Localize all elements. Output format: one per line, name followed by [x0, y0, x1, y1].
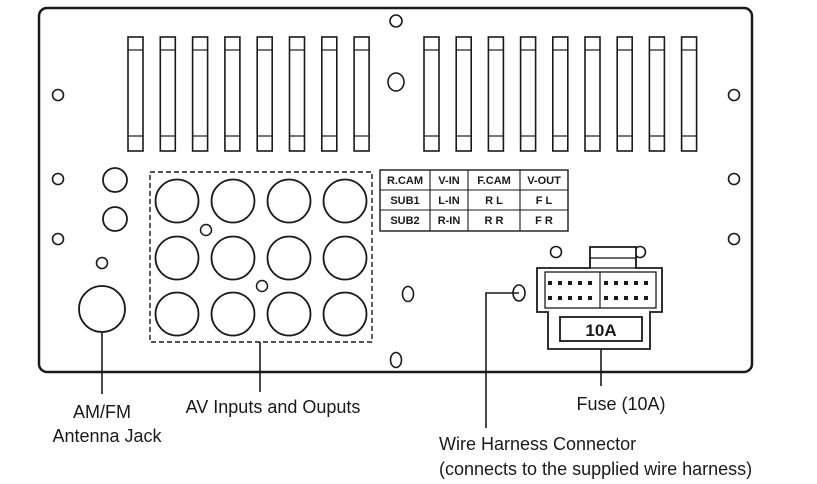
heatsink-fin — [320, 36, 338, 152]
connector-pin — [568, 281, 572, 285]
table-border — [379, 169, 569, 232]
connector-pin — [614, 281, 618, 285]
rca-jack — [322, 291, 368, 337]
rca-jack — [210, 178, 256, 224]
heatsink-fin — [224, 36, 241, 152]
heatsink-fin — [191, 36, 209, 152]
av-screw-hole — [199, 223, 213, 237]
connector-pin — [644, 281, 648, 285]
antenna-label-line2: Antenna Jack — [52, 426, 162, 446]
screw-hole — [51, 88, 65, 102]
heatsink-fin — [353, 36, 370, 152]
heatsink-fin — [288, 36, 306, 152]
av-label-table: R.CAM V-IN F.CAM V-OUT SUB1 L-IN R L F L SUB2 R-I… — [379, 169, 569, 232]
fuse-label: Fuse (10A) — [576, 394, 665, 414]
connector-pin — [568, 296, 572, 300]
fuse-body — [559, 316, 643, 342]
leader-harness — [485, 292, 519, 428]
av-table-cell: V-OUT — [527, 175, 561, 187]
connector-pin — [614, 296, 618, 300]
heatsink-fin — [487, 36, 505, 152]
av-table-cell: F R — [535, 215, 553, 227]
heatsink-fin — [159, 36, 177, 152]
connector-pin — [644, 296, 648, 300]
connector-pin — [588, 296, 592, 300]
screw-hole — [51, 232, 65, 246]
rca-jack — [154, 291, 200, 337]
connector-pins — [548, 281, 648, 300]
av-table-cell: SUB2 — [390, 215, 419, 227]
connector-pin — [558, 281, 562, 285]
connector-pin — [578, 296, 582, 300]
av-table-cell: R L — [485, 195, 503, 207]
screw-hole — [727, 172, 741, 186]
av-table-cell: R R — [485, 215, 504, 227]
small-jack-lower — [102, 206, 128, 232]
connector-pin — [604, 281, 608, 285]
harness-label-line2: (connects to the supplied wire harness) — [439, 459, 752, 479]
heatsink-fin — [423, 36, 440, 152]
connector-pin — [624, 296, 628, 300]
wire-harness-connector: 10A — [536, 246, 663, 350]
rca-jack — [154, 178, 200, 224]
heatsink-fin — [616, 36, 634, 152]
screw-hole — [401, 285, 415, 303]
heatsink-fin — [519, 36, 537, 152]
connector-pin — [548, 281, 552, 285]
av-screw-hole — [255, 279, 269, 293]
rca-jack — [266, 291, 312, 337]
rca-jack — [266, 235, 312, 281]
rca-jack-grid — [154, 178, 368, 337]
screw-hole — [389, 14, 403, 28]
screw-hole — [51, 172, 65, 186]
screw-hole — [95, 256, 109, 270]
screw-hole — [389, 351, 403, 369]
heatsink-fin — [256, 36, 274, 152]
av-table-cell: F.CAM — [477, 175, 511, 187]
av-table-cell: V-IN — [438, 175, 459, 187]
connector-pin — [634, 281, 638, 285]
harness-label-line1: Wire Harness Connector — [439, 434, 636, 454]
rca-jack — [154, 235, 200, 281]
av-table-cell: F L — [536, 195, 553, 207]
av-jack-area — [149, 171, 373, 343]
rca-jack — [210, 291, 256, 337]
connector-pin — [624, 281, 628, 285]
screw-hole — [387, 72, 405, 92]
heatsink-fin — [127, 36, 144, 152]
connector-pin — [578, 281, 582, 285]
connector-latch — [589, 257, 637, 269]
antenna-label-line1: AM/FM — [73, 402, 131, 422]
screw-hole — [549, 245, 563, 259]
heatsink-fin — [648, 36, 666, 152]
heatsink-fin — [584, 36, 601, 152]
mounting-holes — [51, 14, 741, 369]
connector-pin — [588, 281, 592, 285]
heatsink-fin — [455, 36, 473, 152]
heatsink-fin — [680, 36, 698, 152]
rca-jack — [266, 178, 312, 224]
av-table-cell: R-IN — [438, 215, 461, 227]
connector-pin — [604, 296, 608, 300]
connector-pin — [548, 296, 552, 300]
av-table-cell: R.CAM — [387, 175, 423, 187]
screw-hole — [727, 232, 741, 246]
av-table-cell: L-IN — [438, 195, 459, 207]
av-table-cell: SUB1 — [390, 195, 419, 207]
connector-pin — [634, 296, 638, 300]
rca-jack — [210, 235, 256, 281]
heatsink-fins — [127, 36, 698, 152]
small-jack-upper — [102, 167, 128, 193]
rca-jack — [322, 178, 368, 224]
callout-leader-lines — [101, 292, 602, 428]
fuse-rating-label: 10A — [585, 321, 616, 340]
av-label: AV Inputs and Ouputs — [186, 397, 361, 417]
rca-jack — [322, 235, 368, 281]
screw-hole — [727, 88, 741, 102]
heatsink-fin — [551, 36, 569, 152]
connector-pin — [558, 296, 562, 300]
